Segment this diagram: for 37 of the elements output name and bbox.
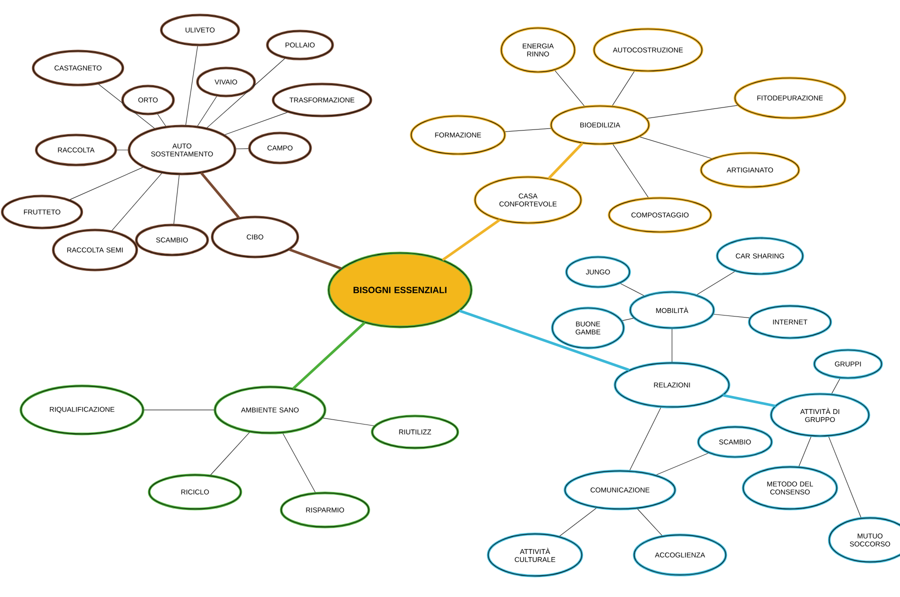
connector-line [157,114,166,126]
connector-line [798,436,812,466]
connector-line [442,219,500,261]
connector-line [640,136,712,159]
connector-line [206,58,285,128]
connector-line [322,418,374,426]
connector-line [647,105,738,119]
connector-line [548,142,584,179]
connector-line [224,112,288,135]
connector-line [554,70,584,106]
connector-line [292,322,366,390]
connector-line [505,128,551,132]
connector-line [637,508,662,536]
connector-line [288,248,342,270]
connector-line [656,453,708,475]
connector-line [112,173,162,231]
connector-line [210,432,250,476]
connector-line [832,378,840,394]
connector-line [612,71,634,106]
connector-line [98,84,155,129]
connector-line [620,283,644,296]
connector-line [622,318,634,321]
connector-line [236,148,248,150]
connector-line [612,144,648,198]
connector-line [560,508,596,536]
connector-line [459,310,630,371]
connector-line [197,96,217,126]
connector-line [697,271,735,295]
connector-line [70,167,143,200]
connector-line [174,174,180,224]
connector-line [722,394,776,408]
connector-line [282,433,316,492]
connector-line [828,436,862,518]
connector-line [186,46,198,126]
connector-line [630,408,661,470]
connector-line [200,172,240,219]
connector-line [714,314,750,318]
